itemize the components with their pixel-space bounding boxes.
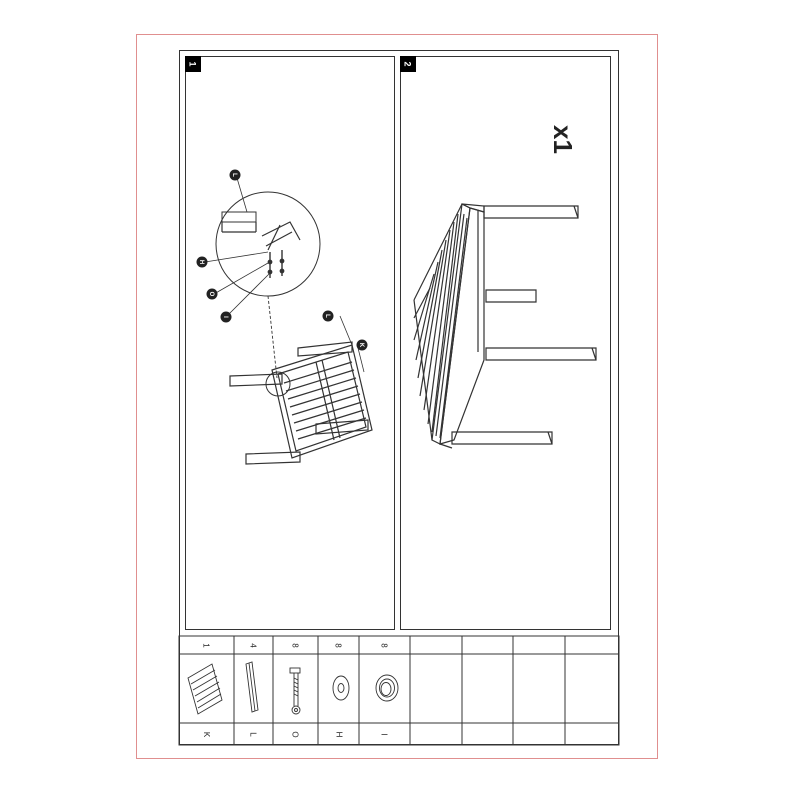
part-o-code: O [290,730,300,738]
callout-markers [196,169,368,351]
parts-table-grid [178,635,620,746]
callout-i: I [222,316,228,318]
part-i-code: I [379,732,389,736]
part-o-qty: 8 [290,642,300,648]
page-border [136,34,658,759]
part-h-code: H [334,731,343,737]
washer-icon [332,675,350,701]
part-k-code: K [202,731,211,737]
callout-l-main: L [324,314,330,318]
step-2-panel: 2 [400,56,611,630]
part-l-qty: 4 [248,642,258,648]
callout-l-top: L [231,173,237,177]
part-l-code: L [248,731,258,737]
part-i-qty: 8 [379,642,389,648]
detail-zoom-circle [215,191,321,297]
callout-o: O [208,292,214,297]
step-2-badge: 2 [400,56,416,72]
part-k-qty: 1 [201,642,211,648]
table-leg-icon [245,661,259,713]
bolt-icon [289,667,301,715]
step-2-assembled-table [413,203,597,449]
slatted-tabletop-icon [187,663,223,715]
step-1-table-assembly [229,315,373,465]
step-1-badge: 1 [185,56,201,72]
part-h-qty: 8 [333,642,343,648]
callout-h: H [198,260,204,264]
callout-k: K [358,343,364,348]
lock-washer-icon [375,674,399,702]
